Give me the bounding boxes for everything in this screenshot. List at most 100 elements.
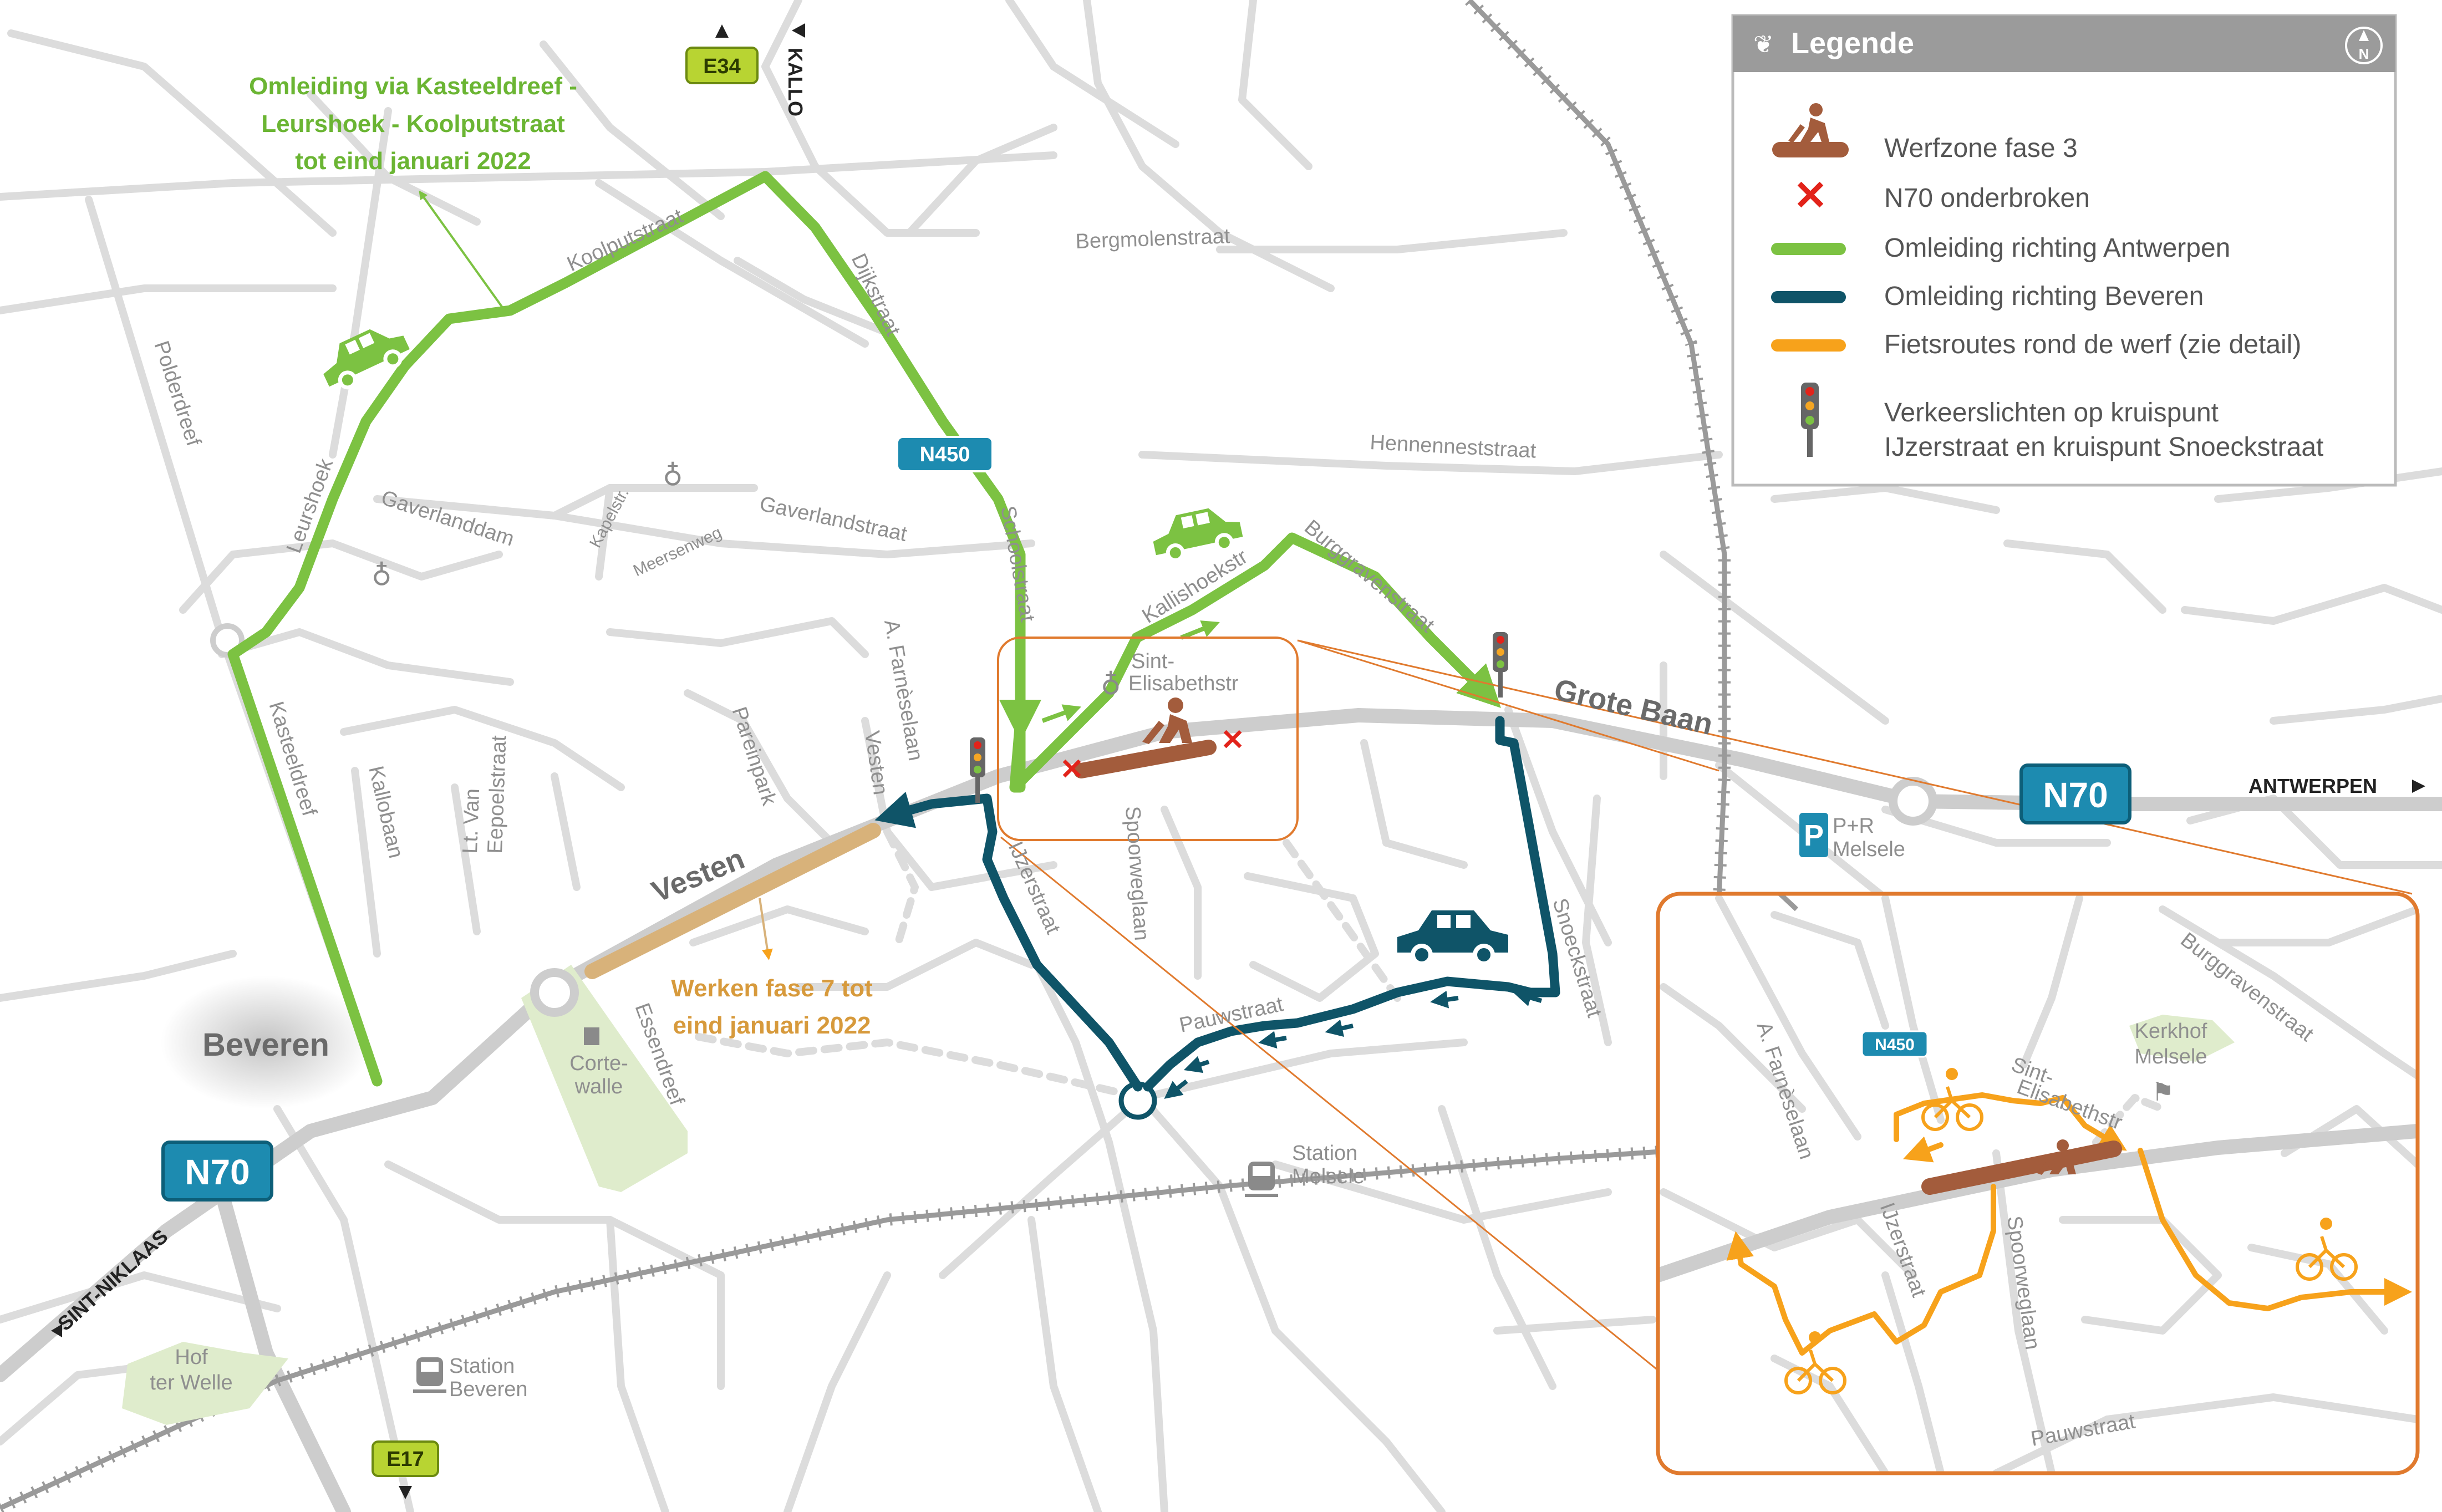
car-icon: [1397, 910, 1508, 966]
cyclist-icon: [1921, 1068, 1983, 1131]
legend: ❦ Legende N Werfzone fase 3 ✕ N70 onderb…: [1731, 14, 2397, 487]
street-lt-van: Eepoelstraat: [484, 735, 511, 854]
car-icon: [323, 329, 410, 390]
cemetery-icon: ♁: [372, 559, 392, 592]
traffic-light-icon: [1493, 632, 1508, 698]
traffic-light-icon: [1801, 383, 1819, 457]
phase7-note-2: eind januari 2022: [673, 1012, 871, 1039]
green-detour-note-2: Leurshoek - Koolputstraat: [261, 110, 565, 138]
cemetery-icon: ♁: [663, 460, 683, 492]
legend-werfzone: Werfzone fase 3: [1772, 103, 2078, 163]
svg-text:E34: E34: [703, 55, 741, 78]
compass-icon: [2345, 27, 2383, 64]
street-pareinpark: Pareinpark: [727, 704, 781, 809]
place-station-beveren: Beveren: [449, 1378, 528, 1401]
direction-kallo: KALLO: [784, 23, 807, 116]
place-station-melsele: Melsele: [1292, 1165, 1365, 1188]
place-kerkhof-melsele: Melsele: [2135, 1045, 2207, 1068]
street-sint-elisabeth: Sint-: [1131, 650, 1174, 673]
svg-text:Fietsroutes rond de werf (zie: Fietsroutes rond de werf (zie detail): [1884, 330, 2301, 359]
zoom-frame: [997, 637, 1299, 841]
svg-text:N70 onderbroken: N70 onderbroken: [1884, 184, 2090, 213]
place-station-melsele: Station: [1292, 1142, 1357, 1165]
legend-title: Legende: [1791, 27, 1914, 60]
place-pr-melsele: Melsele: [1833, 838, 1905, 861]
street-bergmolenstraat: Bergmolenstraat: [1075, 225, 1231, 253]
zoom-line: [1000, 836, 1692, 1398]
legend-traffic-lights: Verkeerslichten op kruispunt IJzerstraat…: [1801, 383, 2323, 462]
kerkhof-area: [2129, 1015, 2235, 1062]
phase7-note-1: Werken fase 7 tot: [671, 975, 873, 1002]
street-koolputstraat: Koolputstraat: [564, 205, 687, 277]
parking-icon: P: [1799, 813, 1828, 857]
cyclist-icon: [1784, 1331, 1846, 1394]
red-cross-icon: ✕: [1793, 172, 1828, 218]
cyclist-icon: [2296, 1218, 2358, 1281]
castle-icon: [584, 1027, 599, 1045]
beveren-center-glow: [161, 976, 372, 1109]
place-station-beveren: Station: [449, 1355, 515, 1378]
svg-text:KALLO: KALLO: [784, 48, 807, 116]
street-gaverlandstraat: Gaverlandstraat: [757, 492, 909, 546]
detail-inset: ⚑ N450 Kerkhof Melsele Sint- Elisabethst…: [1656, 892, 2420, 1475]
werfzone-bar: [1921, 1141, 2122, 1195]
worker-icon: [2037, 1139, 2076, 1175]
legend-green-detour: Omleiding richting Antwerpen: [1771, 233, 2230, 263]
cemetery-icon: ♁: [1101, 669, 1121, 701]
zoom-line: [1297, 639, 2413, 895]
svg-text:N70: N70: [185, 1152, 250, 1192]
street-burggravenstraat: Burggravenstraat: [1300, 516, 1439, 638]
e34-shield: E34: [685, 24, 759, 84]
werfzone-overview: ✕ ✕: [997, 637, 2413, 1398]
legend-header: [1733, 16, 2395, 72]
car-icon: [1153, 508, 1243, 562]
roundabout: [1889, 777, 1937, 826]
train-icon: [413, 1357, 446, 1393]
street-kallobaan: Kallobaan: [364, 764, 408, 861]
street-hennenneststraat: Hennenneststraat: [1370, 431, 1537, 463]
svg-text:E17: E17: [386, 1448, 424, 1471]
n70-shield-left: N70: [161, 1141, 273, 1202]
n450-shield-detail: N450: [1861, 1030, 1929, 1058]
place-hof-ter-welle: ter Welle: [150, 1371, 232, 1394]
red-cross-icon: ✕: [1060, 754, 1084, 786]
werfzone-bar: [1074, 740, 1217, 778]
detail-frame: [1656, 892, 2420, 1475]
red-cross-icon: ✕: [1220, 724, 1245, 756]
green-detour-note-3: tot eind januari 2022: [295, 147, 531, 175]
place-cortewalle: Corte-: [569, 1052, 628, 1075]
place-cortewalle: walle: [574, 1075, 623, 1098]
street-gaverlanddam: Gaverlanddam: [378, 486, 517, 551]
cortewalle-park: [521, 965, 688, 1192]
hof-ter-welle-park: [122, 1342, 288, 1425]
svg-text:Omleiding richting Beveren: Omleiding richting Beveren: [1884, 282, 2204, 311]
legend-teal-detour: Omleiding richting Beveren: [1771, 282, 2204, 311]
street-a-farneselaan: A. Farnèselaan: [879, 618, 927, 762]
street-sint-elisabeth: Elisabethstr: [1128, 672, 1239, 695]
e17-shield: E17: [372, 1440, 439, 1499]
legend-bike-routes: Fietsroutes rond de werf (zie detail): [1771, 330, 2301, 359]
railways: [0, 0, 1886, 1512]
place-kerkhof-melsele: Kerkhof: [2135, 1020, 2207, 1043]
school-icon: ⚑: [2151, 1077, 2174, 1107]
street-lt-van: Lt. Van: [459, 788, 484, 854]
svg-text:Verkeerslichten op kruispunt: Verkeerslichten op kruispunt: [1884, 398, 2219, 427]
traffic-light-icon: [970, 737, 985, 803]
green-detour-note-1: Omleiding via Kasteeldreef -: [249, 73, 577, 100]
street-vesten-small: Vesten: [860, 729, 892, 796]
place-hof-ter-welle: Hof: [175, 1346, 208, 1369]
train-icon: [1245, 1162, 1278, 1197]
n70-road: [0, 708, 2442, 1382]
legend-n70-interrupted: ✕ N70 onderbroken: [1793, 172, 2090, 218]
place-pr-melsele: P+R: [1833, 814, 1874, 838]
svg-text:N70: N70: [2043, 775, 2108, 815]
n450-shield: N450: [896, 436, 994, 472]
teal-detour-beveren: [874, 716, 1560, 1099]
roundabout: [530, 968, 579, 1017]
zoom-line: [1297, 639, 1719, 772]
direction-antwerpen: ANTWERPEN: [2248, 775, 2425, 797]
svg-text:N450: N450: [1875, 1036, 1915, 1054]
worker-icon: [1142, 698, 1192, 744]
